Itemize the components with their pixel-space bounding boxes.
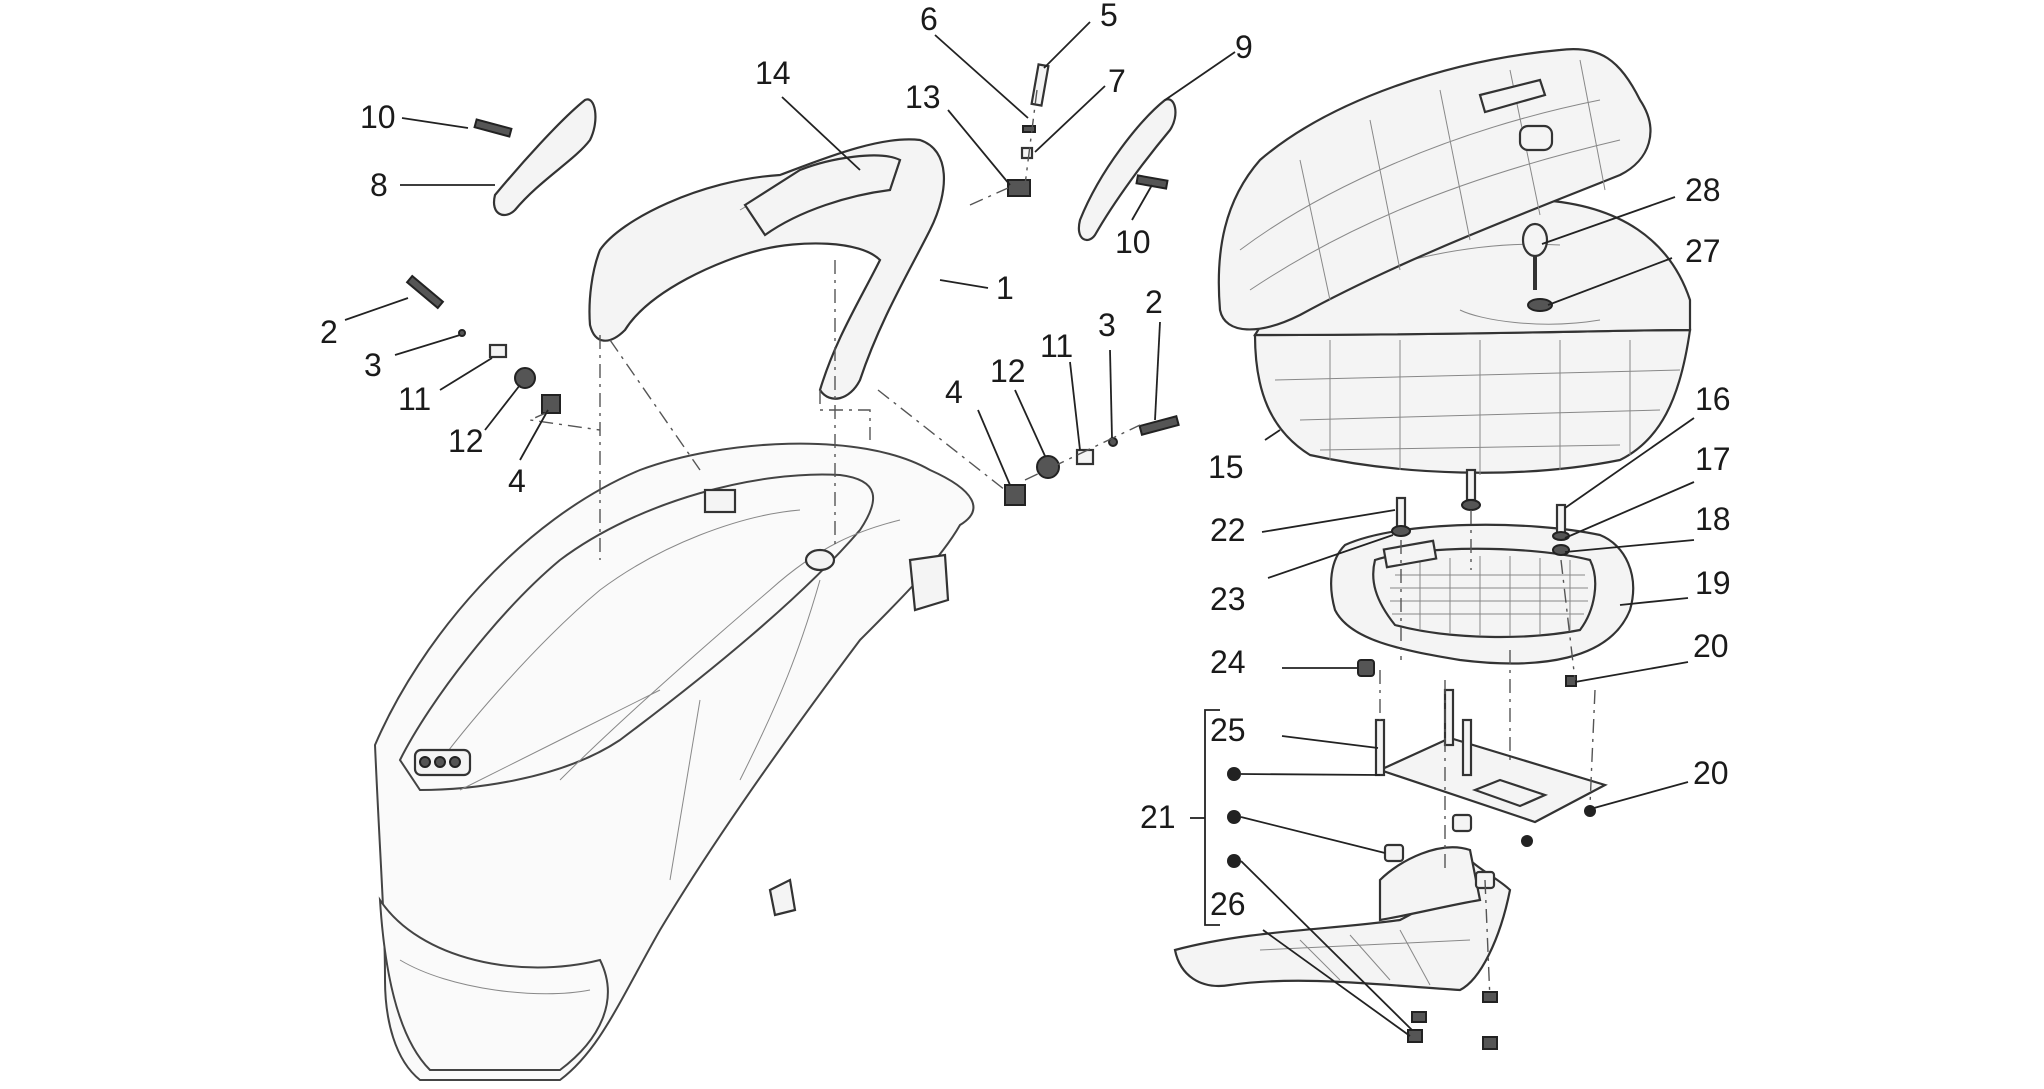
callout-25: 25 [1210, 712, 1246, 748]
spacer-11-left [488, 343, 508, 359]
callout-7: 7 [1108, 63, 1126, 99]
right-side-cover [1077, 98, 1177, 242]
screw-2-right [1138, 414, 1180, 436]
rack-nut-26-a [1407, 1029, 1423, 1043]
bracket-plate-assembly [1227, 688, 1608, 868]
callout-24: 24 [1210, 644, 1246, 680]
callout-18: 18 [1695, 501, 1731, 537]
washer-3-left [458, 329, 466, 337]
callout-16: 16 [1695, 381, 1731, 417]
callout-20-bottom: 20 [1693, 755, 1729, 791]
hardware-right [1004, 63, 1180, 506]
callout-3-right: 3 [1098, 307, 1116, 343]
body-bracket [908, 553, 950, 612]
callout-10-left: 10 [360, 99, 396, 135]
bushing-12-right [1036, 455, 1060, 479]
callout-26: 26 [1210, 886, 1246, 922]
callout-19: 19 [1695, 565, 1731, 601]
grab-handle-cover [743, 154, 902, 237]
rear-grab-handle [588, 138, 946, 400]
nut-21-b [1227, 810, 1241, 824]
callout-5-top: 5 [1100, 0, 1118, 33]
hardware-left [405, 118, 561, 414]
rack-spacer-a [1383, 843, 1405, 863]
rack-nut-26-b [1482, 1036, 1498, 1050]
callout-11-right: 11 [1040, 328, 1073, 364]
callout-8: 8 [370, 167, 388, 203]
bolt-25-c [1461, 718, 1473, 777]
screw-2-left [405, 274, 445, 310]
screw-22 [1395, 496, 1407, 530]
bolt-25-b [1443, 688, 1455, 747]
screw-16-center [1465, 468, 1477, 502]
screw-16 [1555, 503, 1567, 535]
callout-23: 23 [1210, 581, 1246, 617]
nut-21-c [1227, 854, 1241, 868]
lid-lock [1518, 124, 1554, 152]
washer-23 [1391, 525, 1411, 537]
washer-17 [1552, 531, 1570, 541]
callout-14: 14 [755, 55, 791, 91]
assembly-lines [527, 89, 1596, 1001]
screw-10-left [473, 118, 513, 138]
callout-4-right: 4 [945, 374, 963, 410]
rack-spacer-b [1451, 813, 1473, 833]
callout-15: 15 [1208, 449, 1244, 485]
callout-2-left: 2 [320, 314, 338, 350]
top-case-mounting-plate [1330, 523, 1635, 665]
nut-4-left [541, 394, 561, 414]
callout-12-left: 12 [448, 423, 484, 459]
callout-3-left: 3 [364, 347, 382, 383]
left-side-cover [492, 98, 597, 217]
callout-17: 17 [1695, 441, 1731, 477]
callout-labels: 6 5 9 14 13 7 10 8 10 28 27 1 2 3 11 12 … [320, 0, 1731, 922]
callout-1: 1 [996, 270, 1014, 306]
nut-13 [1007, 179, 1031, 197]
callout-20-top: 20 [1693, 628, 1729, 664]
top-case-lid [1217, 48, 1652, 331]
spacer-24 [1357, 659, 1375, 677]
callout-27: 27 [1685, 233, 1721, 269]
callout-9: 9 [1235, 29, 1253, 65]
plate-hardware [1357, 468, 1577, 687]
callout-11-left: 11 [398, 381, 431, 417]
callout-4-left: 4 [508, 463, 526, 499]
callout-12-right: 12 [990, 353, 1026, 389]
rear-body-fairing [373, 442, 975, 1081]
callout-21: 21 [1140, 799, 1176, 835]
callout-13: 13 [905, 79, 941, 115]
nut-21-a [1227, 767, 1241, 781]
washer-6 [1022, 125, 1036, 133]
bushing-12-left [514, 367, 536, 389]
callout-10-right: 10 [1115, 224, 1151, 260]
spacer-11-right [1075, 448, 1095, 466]
spacer-7 [1020, 146, 1034, 160]
callout-22: 22 [1210, 512, 1246, 548]
nut-4-right [1004, 484, 1026, 506]
callout-28: 28 [1685, 172, 1721, 208]
washer-18 [1552, 544, 1570, 556]
nut-20-bottom [1584, 805, 1596, 817]
body-grommet [804, 548, 836, 572]
lock-cylinder-28 [1521, 222, 1549, 258]
callout-6-top: 6 [920, 1, 938, 37]
body-latch [703, 488, 737, 514]
leader-lines [344, 21, 1695, 1037]
callout-2-right: 2 [1145, 284, 1163, 320]
gasket-27 [1527, 298, 1553, 312]
top-case [1217, 48, 1692, 475]
